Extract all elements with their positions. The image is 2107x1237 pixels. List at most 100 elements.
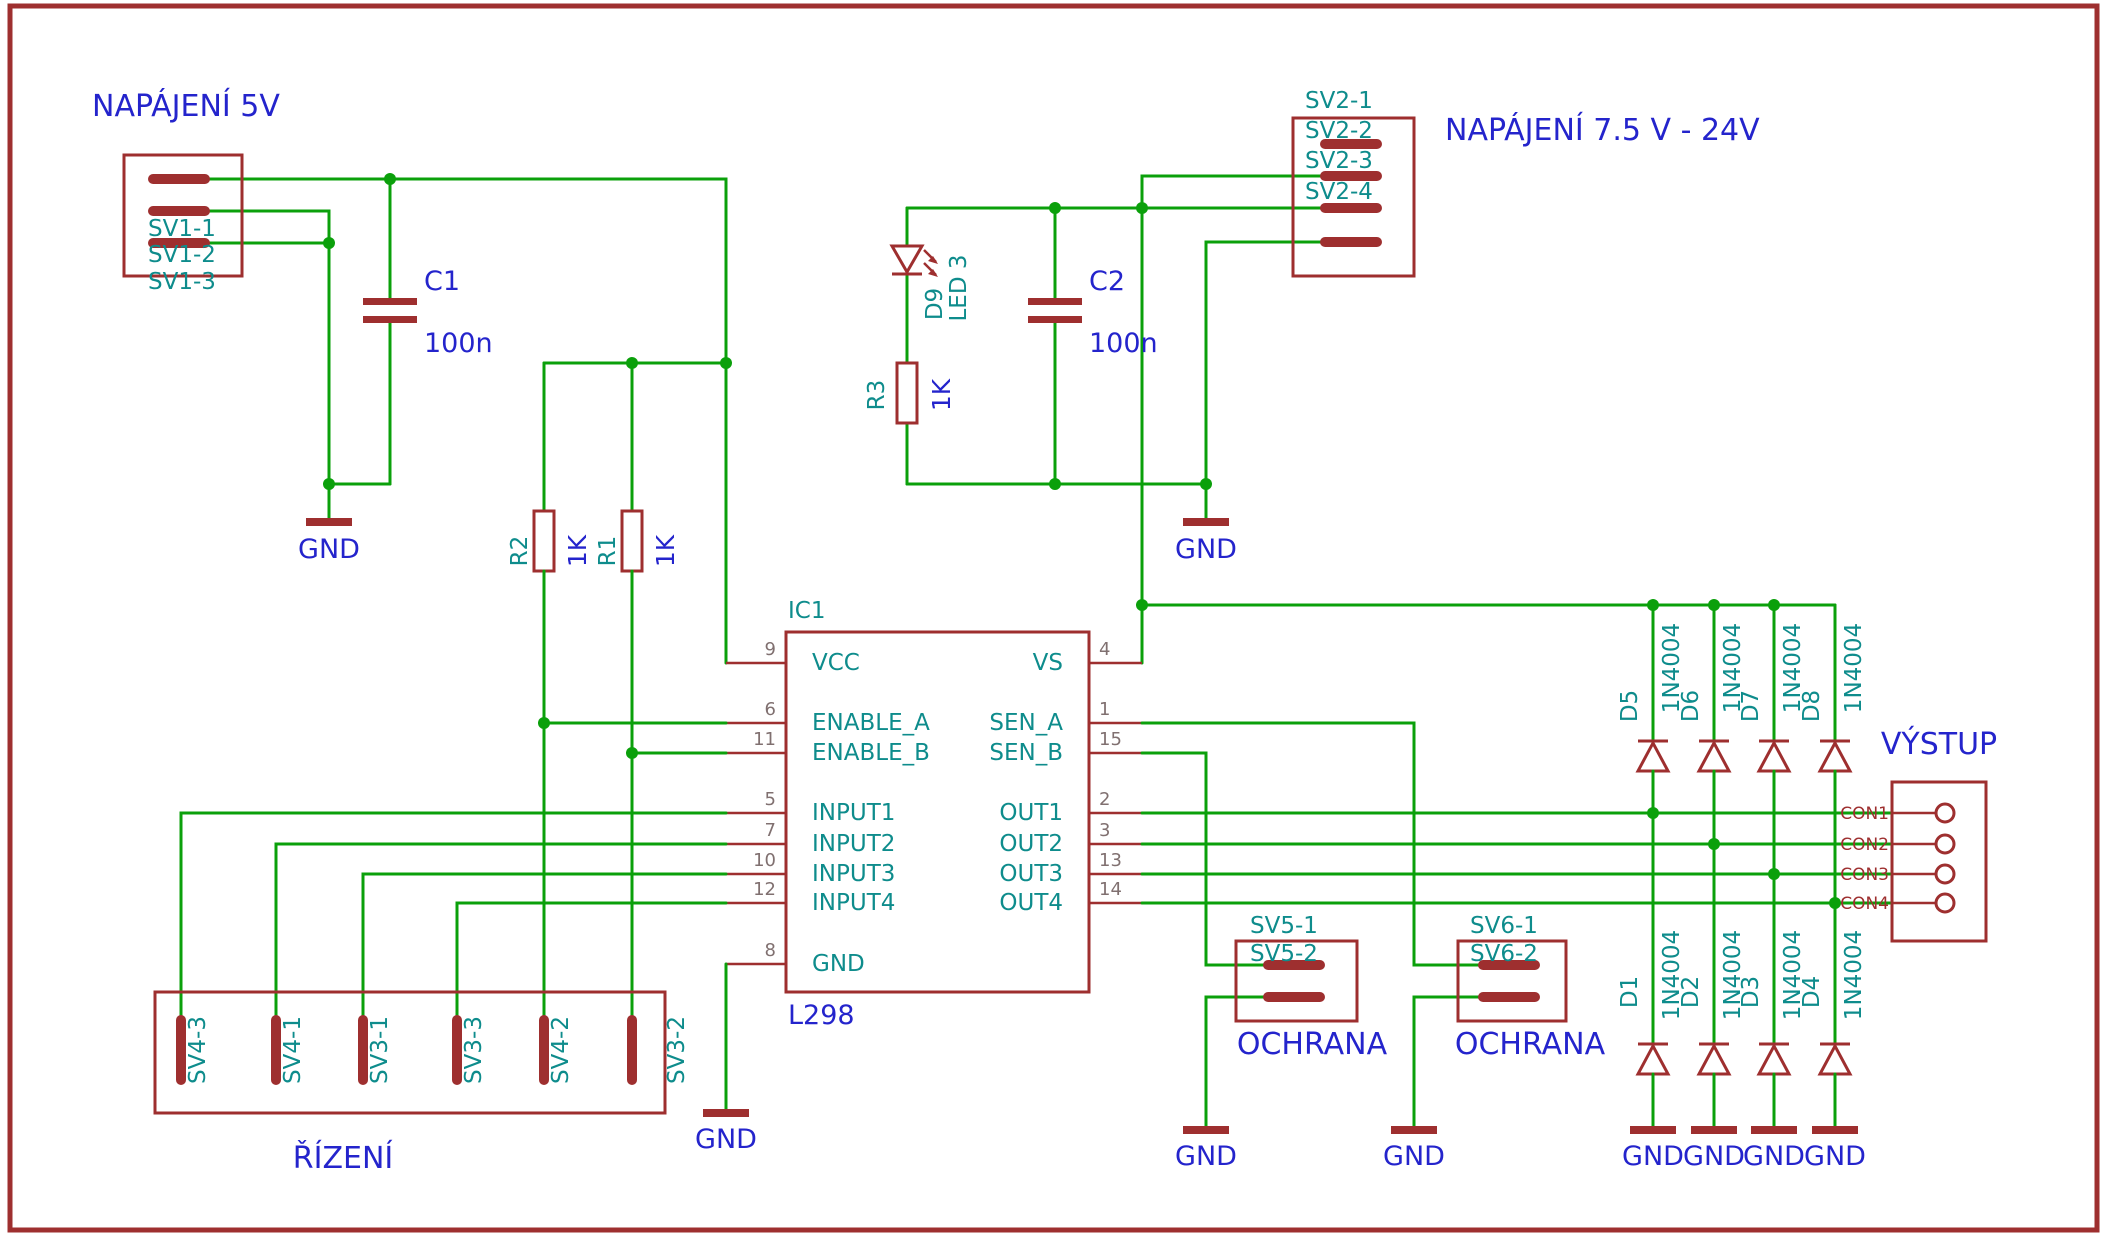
junction-dot [1049, 202, 1061, 214]
gnd-label: GND [1175, 1141, 1237, 1172]
pin-name: INPUT4 [812, 890, 895, 916]
gnd-bar [1691, 1126, 1737, 1134]
pin-symbol [1263, 960, 1325, 970]
component-value: 1K [563, 534, 592, 567]
diode-triangle [1635, 739, 1671, 773]
component-name: D1 [1617, 976, 1643, 1008]
pin-name: GND [812, 951, 865, 977]
component-value: LED 3 [946, 254, 972, 321]
component-value: 1N4004 [1841, 623, 1867, 713]
component-value: 1K [651, 534, 680, 567]
diode-column-4: D8 1N4004 D4 1N4004 GND [1799, 603, 1867, 1172]
capacitor-plate [363, 298, 417, 305]
connector-sv1: SV1-1 SV1-2 SV1-3 [122, 153, 244, 295]
gnd-label: GND [695, 1124, 757, 1155]
pin-name: VCC [812, 650, 860, 676]
nets-control [179, 721, 728, 1111]
led-d9: D9 LED 3 [889, 244, 972, 322]
pin-symbol [452, 1015, 462, 1085]
gnd-label: GND [298, 534, 360, 565]
pin-label: SV2-3 [1305, 148, 1373, 174]
connector-sv6: SV6-1 SV6-2 OCHRANA [1455, 913, 1606, 1062]
component-value: 1N4004 [1780, 623, 1806, 713]
pin-name: ENABLE_A [812, 710, 930, 736]
pin-name: ENABLE_B [812, 740, 930, 766]
pin-symbol [1320, 139, 1382, 149]
pad-label: CON1 [1840, 804, 1889, 824]
junction-dot [323, 478, 335, 490]
capacitor-plate [1028, 316, 1082, 323]
gnd-symbol-ic: GND [695, 1109, 757, 1155]
diode-triangle [1696, 1042, 1732, 1076]
pad-label: CON2 [1840, 835, 1889, 855]
pin-label: SV6-1 [1470, 913, 1538, 939]
diode-triangle [1756, 1042, 1792, 1076]
gnd-label: GND [1383, 1141, 1445, 1172]
sv5-box [1234, 939, 1359, 1023]
pin-label: SV4-3 [185, 1016, 211, 1084]
pin-symbol [1320, 203, 1382, 213]
pin-number: 7 [765, 820, 776, 841]
supply-12v-title: NAPÁJENÍ 7.5 V - 24V [1445, 112, 1760, 148]
pin-number: 12 [753, 879, 776, 900]
ic-value: L298 [788, 1000, 855, 1031]
pin-number: 15 [1099, 729, 1122, 750]
junction-dot [323, 237, 335, 249]
pin-symbol [176, 1015, 186, 1085]
component-name: D4 [1799, 976, 1825, 1008]
ic-l298: IC1 L298 9 6 11 5 7 10 12 8 4 1 15 2 3 1… [726, 598, 1142, 1031]
capacitor-plate [1028, 298, 1082, 305]
pad-label: CON4 [1840, 894, 1889, 914]
diode-triangle [1817, 739, 1853, 773]
pin-label: SV3-3 [461, 1016, 487, 1084]
pin-symbol [148, 174, 210, 184]
junction-dot [1049, 478, 1061, 490]
pin-symbol [627, 1015, 637, 1085]
component-name: D2 [1678, 976, 1704, 1008]
component-name: R1 [595, 536, 621, 567]
pin-label: SV5-1 [1250, 913, 1318, 939]
pin-number: 4 [1099, 639, 1110, 660]
pin-name: OUT3 [999, 861, 1063, 887]
gnd-bar [1751, 1126, 1797, 1134]
control-box [153, 990, 667, 1115]
component-value: 1N4004 [1720, 623, 1746, 713]
pin-label: SV1-1 [148, 216, 216, 242]
connector-sv2: SV2-1 SV2-2 SV2-3 SV2-4 [1291, 88, 1416, 278]
diode-column-2: D6 1N4004 D2 1N4004 GND [1678, 599, 1746, 1172]
gnd-bar [1630, 1126, 1676, 1134]
ic-name: IC1 [788, 598, 825, 624]
pin-number: 2 [1099, 789, 1110, 810]
junction-dot [1136, 599, 1148, 611]
resistor-r3: R3 1K [864, 361, 956, 425]
gnd-label: GND [1804, 1141, 1866, 1172]
gnd-bar [703, 1109, 749, 1117]
gnd-label: GND [1683, 1141, 1745, 1172]
pin-symbol [358, 1015, 368, 1085]
pin-name: VS [1033, 650, 1063, 676]
pin-name: OUT2 [999, 831, 1063, 857]
gnd-label: GND [1622, 1141, 1684, 1172]
capacitor-c2: C2 100n [1028, 266, 1158, 359]
pin-label: SV4-1 [280, 1016, 306, 1084]
pin-label: SV3-2 [664, 1016, 690, 1084]
pin-symbol [148, 238, 210, 248]
junction-dot [1708, 599, 1720, 611]
junction-dot [1200, 478, 1212, 490]
pin-name: OUT4 [999, 890, 1063, 916]
resistor-body [532, 509, 556, 573]
nets-output [1136, 599, 1894, 905]
component-name: R2 [507, 536, 533, 567]
component-value: 100n [424, 328, 493, 359]
junction-dot [384, 173, 396, 185]
component-value: 1N4004 [1720, 930, 1746, 1020]
pin-number: 10 [753, 850, 776, 871]
component-name: D8 [1799, 690, 1825, 722]
pad-circle [1934, 833, 1956, 855]
diode-column-1: D5 1N4004 D1 1N4004 GND [1617, 599, 1685, 1172]
gnd-symbol-sv5: GND [1175, 1126, 1237, 1172]
component-name: D5 [1617, 690, 1643, 722]
pin-symbol [271, 1015, 281, 1085]
connector-output: VÝSTUP CON1 CON2 CON3 CON4 [1840, 726, 1997, 943]
